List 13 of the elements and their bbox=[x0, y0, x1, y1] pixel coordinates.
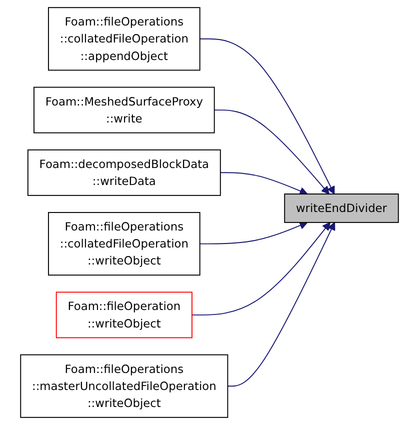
node-box: Foam::fileOperations ::collatedFileOperation ::writeObject bbox=[48, 212, 200, 276]
arrow bbox=[220, 172, 308, 195]
arrow bbox=[192, 222, 330, 316]
node-box: Foam::fileOperations ::collatedFileOperation ::appendObject bbox=[48, 7, 200, 71]
node-box: Foam::fileOperations ::masterUncollatedFileOperation ::writeObject bbox=[20, 354, 228, 418]
arrow bbox=[199, 38, 335, 194]
node-box: Foam::fileOperation ::writeObject bbox=[56, 292, 192, 338]
arrow bbox=[214, 110, 330, 194]
arrow bbox=[227, 222, 336, 387]
arrow bbox=[199, 222, 308, 244]
node-box: Foam::decomposedBlockData ::writeData bbox=[27, 149, 221, 196]
node-box: Foam::MeshedSurfaceProxy ::write bbox=[34, 86, 215, 134]
node-box: writeEndDivider bbox=[284, 194, 399, 223]
